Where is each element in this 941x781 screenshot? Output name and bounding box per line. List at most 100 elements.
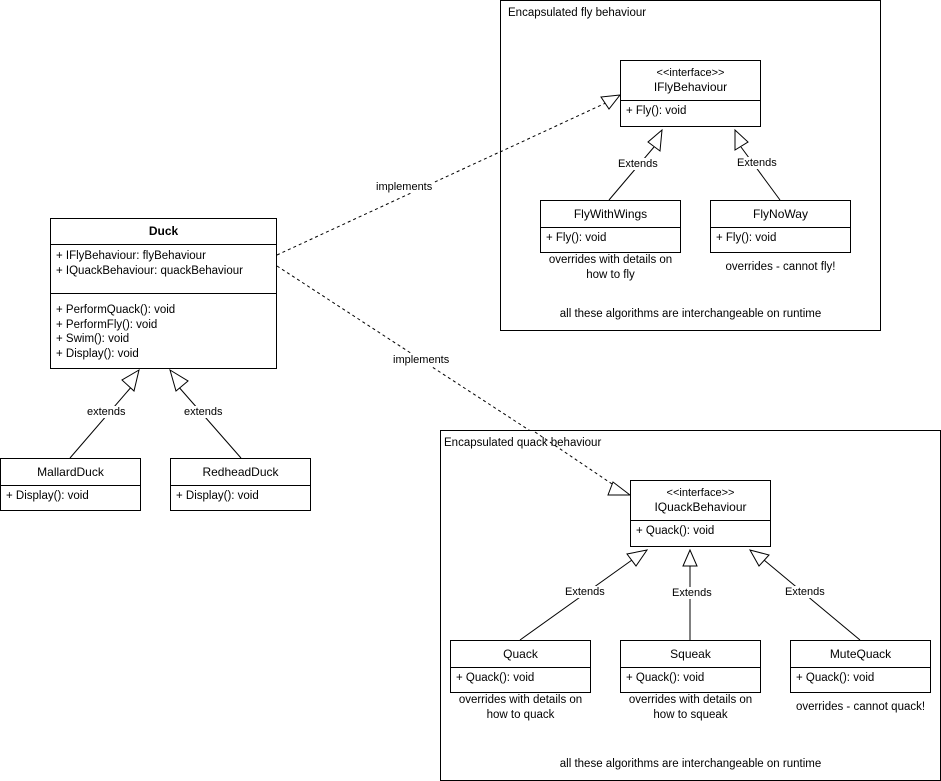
quack-frame-footer: all these algorithms are interchangeable… [559,758,822,770]
duck-name: Duck [148,224,179,238]
quack-frame-title: Encapsulated quack behaviour [444,437,602,449]
quack-extends-label: Extends [564,586,606,598]
flynoway-note: overrides - cannot fly! [710,260,851,275]
duck-attribute: + IFlyBehaviour: flyBehaviour [56,250,206,262]
duck-methods: + PerformQuack(): void + PerformFly(): v… [51,294,276,364]
ifly-behaviour-header: <<interface>> IFlyBehaviour [621,61,760,101]
flywithwings-extends-arrowhead-top [647,128,663,152]
mallard-extends-arrowhead [121,368,140,392]
iquack-methods: + Quack(): void [631,521,770,542]
mutequack-header: MuteQuack [791,641,930,668]
fly-frame-footer: all these algorithms are interchangeable… [559,308,822,320]
iquack-name: IQuackBehaviour [654,500,747,514]
redhead-extends-arrowhead [169,368,189,392]
flynoway-name: FlyNoWay [753,206,808,221]
ifly-name: IFlyBehaviour [653,80,728,94]
flywithwings-header: FlyWithWings [541,201,680,228]
duck-method: + PerformFly(): void [56,318,158,331]
implements-fly-line [276,100,611,256]
mutequack-extends-label: Extends [784,586,826,598]
duck-attributes: + IFlyBehaviour: flyBehaviour + IQuackBe… [51,245,276,294]
squeak-method: + Quack(): void [626,672,705,684]
mallardduck-class[interactable]: MallardDuck + Display(): void [0,458,141,511]
mutequack-extends-line-top [763,559,861,641]
ifly-method: + Fly(): void [626,105,687,117]
ifly-stereotype: <<interface>> [656,67,725,79]
redheadduck-method: + Display(): void [176,490,259,502]
duck-class[interactable]: Duck + IFlyBehaviour: flyBehaviour + IQu… [50,218,277,369]
mutequack-name: MuteQuack [829,646,892,661]
squeak-note: overrides with details on how to squeak [620,693,761,723]
redheadduck-name: RedheadDuck [202,464,279,479]
mallardduck-header: MallardDuck [1,459,140,486]
implements-quack-label: implements [392,354,451,366]
quack-note-line: how to quack [486,709,555,721]
squeak-header: Squeak [621,641,760,668]
quack-extends-line-top [519,559,633,641]
quack-header: Quack [451,641,590,668]
flynoway-note-line: overrides - cannot fly! [725,261,836,273]
flywithwings-method: + Fly(): void [546,232,607,244]
squeak-extends-arrowhead-top [682,548,698,567]
mutequack-note-line: overrides - cannot quack! [795,701,926,713]
quack-method: + Quack(): void [456,672,535,684]
fly-frame-title: Encapsulated fly behaviour [508,7,647,19]
flynoway-class[interactable]: FlyNoWay + Fly(): void [710,200,851,253]
iquack-behaviour-header: <<interface>> IQuackBehaviour [631,481,770,521]
squeak-methods: + Quack(): void [621,668,760,689]
mallardduck-name: MallardDuck [37,464,104,479]
mutequack-note: overrides - cannot quack! [790,700,931,715]
ifly-methods: + Fly(): void [621,101,760,122]
flynoway-method: + Fly(): void [716,232,777,244]
mutequack-methods: + Quack(): void [791,668,930,689]
redheadduck-class[interactable]: RedheadDuck + Display(): void [170,458,311,511]
implements-quack-line [276,265,619,489]
squeak-note-line: how to squeak [653,709,728,721]
flywithwings-name: FlyWithWings [573,206,648,221]
mutequack-method: + Quack(): void [796,672,875,684]
quack-note-line: overrides with details on [458,694,583,706]
flynoway-header: FlyNoWay [711,201,850,228]
squeak-note-line: overrides with details on [628,694,753,706]
fly-behaviour-frame: Encapsulated fly behaviour all these alg… [500,0,881,331]
iquack-method: + Quack(): void [636,525,715,537]
flywithwings-note-line: how to fly [586,269,635,281]
implements-fly-label: implements [375,181,434,193]
flywithwings-note-line: overrides with details on [548,254,673,266]
mallardduck-method: + Display(): void [6,490,89,502]
flywithwings-extends-line-top [608,146,655,201]
duck-method: + Swim(): void [56,333,130,345]
mutequack-class[interactable]: MuteQuack + Quack(): void [790,640,931,693]
quack-methods: + Quack(): void [451,668,590,689]
redhead-extends-line [176,384,242,459]
squeak-class[interactable]: Squeak + Quack(): void [620,640,761,693]
mallardduck-methods: + Display(): void [1,486,140,507]
flywithwings-note: overrides with details on how to fly [540,253,681,283]
flywithwings-extends-label: Extends [617,158,659,170]
implements-fly-line-inner [499,100,611,153]
squeak-name: Squeak [670,646,711,661]
redheadduck-methods: + Display(): void [171,486,310,507]
mallard-extends-line [69,384,134,459]
mutequack-extends-arrowhead-top [748,549,770,567]
iquack-stereotype: <<interface>> [666,487,735,499]
flynoway-extends-line-top [740,146,781,201]
quack-name: Quack [503,646,538,661]
redheadduck-header: RedheadDuck [171,459,310,486]
flynoway-extends-arrowhead-top [734,128,749,151]
duck-method: + PerformQuack(): void [56,304,176,316]
redhead-extends-label: extends [183,406,224,418]
squeak-extends-label: Extends [671,587,713,599]
ifly-behaviour-interface[interactable]: <<interface>> IFlyBehaviour + Fly(): voi… [620,60,761,127]
duck-header: Duck [51,219,276,245]
iquack-behaviour-interface[interactable]: <<interface>> IQuackBehaviour + Quack():… [630,480,771,547]
quack-class[interactable]: Quack + Quack(): void [450,640,591,693]
duck-attribute: + IQuackBehaviour: quackBehaviour [56,264,243,277]
flywithwings-class[interactable]: FlyWithWings + Fly(): void [540,200,681,253]
implements-quack-line-inner [534,431,619,489]
implements-quack-arrowhead-top [607,481,632,496]
quack-extends-arrowhead-top [626,549,649,567]
mallard-extends-label: extends [86,406,127,418]
